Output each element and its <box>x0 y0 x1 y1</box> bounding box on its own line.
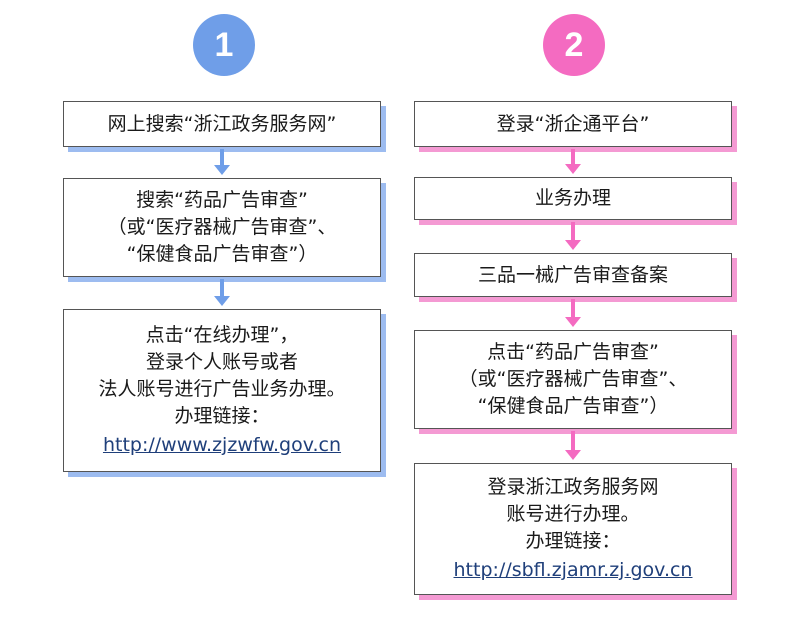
left-step-3-link[interactable]: http://www.zjzwfw.gov.cn <box>102 434 342 456</box>
right-arrow-1 <box>565 149 581 174</box>
right-step-2: 业务办理 <box>414 177 732 220</box>
right-step-1: 登录“浙企通平台” <box>414 101 732 147</box>
right-arrow-3 <box>565 299 581 327</box>
left-step-2: 搜索“药品广告审查” （或“医疗器械广告审查”、 “保健食品广告审查”） <box>63 178 381 277</box>
left-step-2-line-1: 搜索“药品广告审查” <box>136 189 308 211</box>
right-step-5-line-1: 登录浙江政务服务网 <box>487 476 659 498</box>
left-step-3-line-3: 法人账号进行广告业务办理。 <box>98 378 346 400</box>
left-step-1: 网上搜索“浙江政务服务网” <box>63 101 381 147</box>
left-step-2-line-2: （或“医疗器械广告审查”、 <box>107 216 337 238</box>
right-step-4-line-1: 点击“药品广告审查” <box>487 341 659 363</box>
left-arrow-1 <box>214 149 230 175</box>
right-step-4-line-3: “保健食品广告审查”） <box>477 395 669 417</box>
right-step-5-link[interactable]: http://sbfl.zjamr.zj.gov.cn <box>453 559 693 581</box>
right-step-4-line-2: （或“医疗器械广告审查”、 <box>458 368 688 390</box>
right-step-5-line-3: 办理链接： <box>525 530 621 552</box>
left-step-3: 点击“在线办理”， 登录个人账号或者 法人账号进行广告业务办理。 办理链接： h… <box>63 309 381 472</box>
left-step-1-line-1: 网上搜索“浙江政务服务网” <box>107 112 337 135</box>
left-step-3-line-2: 登录个人账号或者 <box>145 351 298 373</box>
right-step-3-line-1: 三品一械广告审查备案 <box>477 263 668 286</box>
right-step-1-line-1: 登录“浙企通平台” <box>496 112 650 135</box>
left-step-3-line-4: 办理链接： <box>174 405 270 427</box>
step-badge-2: 2 <box>543 14 605 76</box>
right-step-5: 登录浙江政务服务网 账号进行办理。 办理链接： http://sbfl.zjam… <box>414 463 732 595</box>
step-badge-1: 1 <box>193 14 255 76</box>
right-step-4: 点击“药品广告审查” （或“医疗器械广告审查”、 “保健食品广告审查”） <box>414 330 732 429</box>
left-arrow-2 <box>214 279 230 306</box>
left-step-2-line-3: “保健食品广告审查”） <box>126 243 318 265</box>
right-step-2-line-1: 业务办理 <box>534 187 611 209</box>
right-step-5-line-2: 账号进行办理。 <box>506 503 640 525</box>
left-step-3-line-1: 点击“在线办理”， <box>145 324 299 346</box>
right-arrow-4 <box>565 431 581 460</box>
right-arrow-2 <box>565 222 581 250</box>
right-step-3: 三品一械广告审查备案 <box>414 253 732 297</box>
